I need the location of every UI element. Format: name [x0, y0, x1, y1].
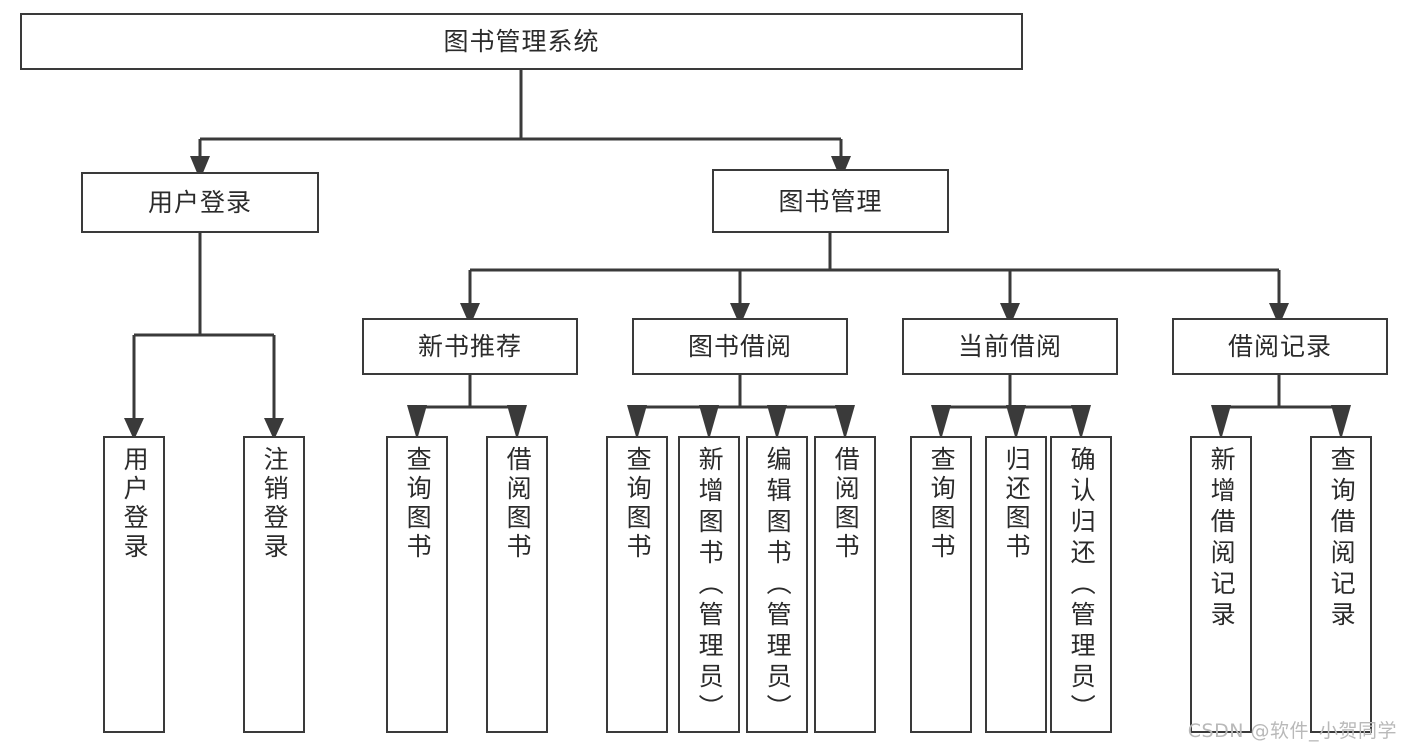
node-leaf-query-record[interactable]: 查询借阅记录 [1310, 436, 1372, 733]
node-leaf-return-book[interactable]: 归还图书 [985, 436, 1047, 733]
arrowhead-add-record [1211, 405, 1231, 440]
node-label: 用户登录 [120, 446, 150, 562]
node-leaf-query-book-3[interactable]: 查询图书 [910, 436, 972, 733]
node-book-borrow[interactable]: 图书借阅 [632, 318, 848, 375]
node-leaf-borrow-book-2[interactable]: 借阅图书 [814, 436, 876, 733]
arrowhead-edit-book [767, 405, 787, 440]
node-new-book-recommend[interactable]: 新书推荐 [362, 318, 578, 375]
node-leaf-query-book-1[interactable]: 查询图书 [386, 436, 448, 733]
node-label: 确认归还（管理员） [1067, 446, 1097, 725]
node-label: 查询图书 [927, 446, 957, 562]
node-label: 图书管理系统 [443, 27, 600, 56]
node-leaf-add-book[interactable]: 新增图书（管理员） [678, 436, 740, 733]
node-leaf-user-logout[interactable]: 注销登录 [243, 436, 305, 733]
arrowhead-query-book-1 [407, 405, 427, 440]
node-root[interactable]: 图书管理系统 [20, 13, 1023, 70]
node-label: 图书管理 [778, 186, 883, 216]
node-label: 借阅图书 [831, 446, 861, 562]
node-current-borrow[interactable]: 当前借阅 [902, 318, 1118, 375]
node-leaf-edit-book[interactable]: 编辑图书（管理员） [746, 436, 808, 733]
node-label: 新增图书（管理员） [695, 446, 725, 725]
node-label: 编辑图书（管理员） [763, 446, 793, 725]
node-label: 借阅图书 [503, 446, 533, 562]
node-label: 新增借阅记录 [1207, 446, 1237, 632]
arrowhead-return-book [1006, 405, 1026, 440]
node-label: 注销登录 [260, 446, 290, 562]
node-borrow-record[interactable]: 借阅记录 [1172, 318, 1388, 375]
node-label: 借阅记录 [1227, 332, 1332, 361]
node-label: 查询借阅记录 [1327, 446, 1357, 632]
arrowhead-add-book [699, 405, 719, 440]
node-label: 查询图书 [623, 446, 653, 562]
watermark: CSDN @软件_小贺同学 [1187, 720, 1397, 742]
node-leaf-user-login[interactable]: 用户登录 [103, 436, 165, 733]
node-label: 查询图书 [403, 446, 433, 562]
node-label: 新书推荐 [417, 332, 522, 361]
node-label: 归还图书 [1002, 446, 1032, 562]
node-label: 当前借阅 [957, 332, 1062, 361]
node-label: 用户登录 [147, 188, 252, 217]
arrowhead-borrow-book-1 [507, 405, 527, 440]
node-book-manage[interactable]: 图书管理 [712, 169, 949, 233]
node-label: 图书借阅 [687, 332, 792, 361]
node-leaf-add-record[interactable]: 新增借阅记录 [1190, 436, 1252, 733]
arrowhead-query-book-3 [931, 405, 951, 440]
node-leaf-query-book-2[interactable]: 查询图书 [606, 436, 668, 733]
node-leaf-borrow-book-1[interactable]: 借阅图书 [486, 436, 548, 733]
node-leaf-confirm-return[interactable]: 确认归还（管理员） [1050, 436, 1112, 733]
arrowhead-borrow-book-2 [835, 405, 855, 440]
node-user-login[interactable]: 用户登录 [81, 172, 319, 233]
arrowhead-query-record [1331, 405, 1351, 440]
arrowhead-confirm-return [1071, 405, 1091, 440]
arrowhead-query-book-2 [627, 405, 647, 440]
